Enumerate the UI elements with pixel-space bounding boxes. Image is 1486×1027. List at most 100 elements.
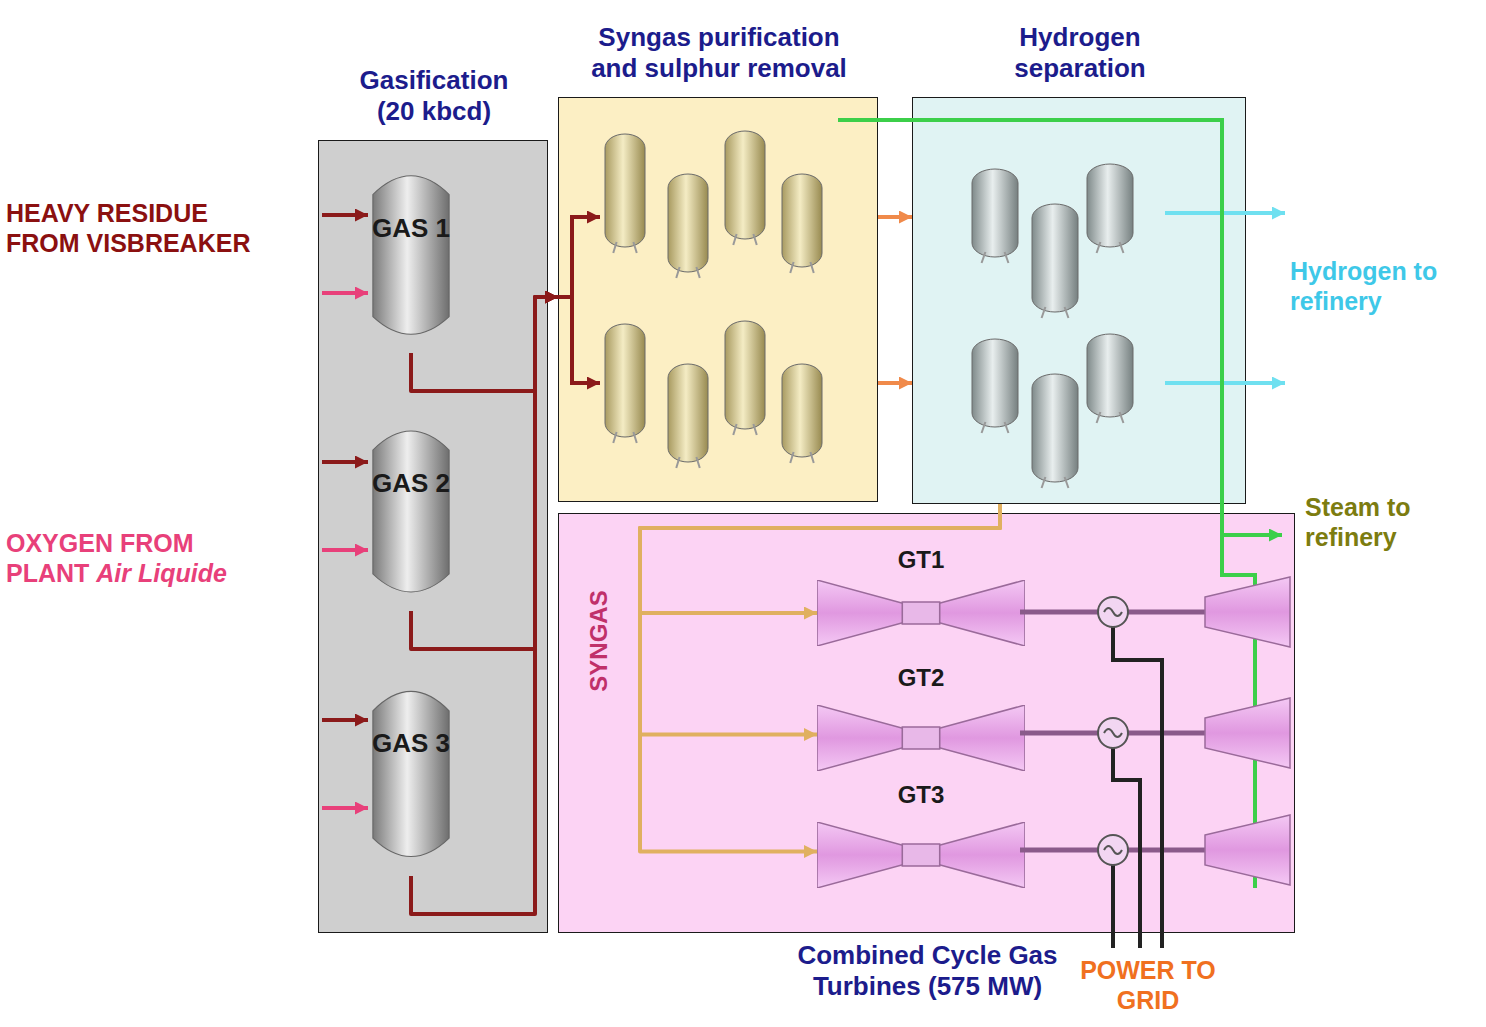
process-vessel — [676, 267, 679, 278]
process-vessel — [1065, 477, 1069, 488]
steam-turbine — [1205, 698, 1290, 768]
process-vessel — [725, 321, 765, 429]
flow-connector — [878, 381, 912, 385]
turbine-label: GT3 — [817, 781, 1025, 809]
process-vessel — [733, 234, 736, 245]
generator-symbol — [1098, 835, 1128, 865]
generator-symbol — [1098, 718, 1128, 748]
process-vessel — [668, 174, 708, 272]
process-vessel — [1086, 333, 1134, 424]
process-vessel — [971, 168, 1019, 264]
process-vessel — [604, 323, 646, 444]
generator-symbol — [1104, 729, 1122, 737]
flow-connector — [640, 504, 1000, 735]
process-vessel — [1042, 477, 1046, 488]
process-vessel — [1032, 204, 1078, 312]
process-vessel — [1097, 242, 1101, 253]
process-vessel — [1031, 203, 1079, 319]
gas-turbine: GT2 — [817, 664, 1025, 771]
process-vessel — [972, 339, 1018, 427]
process-vessel — [782, 174, 822, 267]
process-vessel — [1031, 373, 1079, 489]
oxygen-source: OXYGEN FROM PLANT Air Liquide — [6, 528, 246, 588]
process-vessel — [782, 364, 822, 457]
generator-symbol — [1104, 846, 1122, 854]
source-label: Air Liquide — [96, 559, 227, 587]
process-vessel — [604, 133, 646, 254]
vessel-shape — [373, 431, 449, 592]
process-vessel — [790, 452, 793, 463]
oxygen-arrow — [322, 548, 368, 552]
section-heading: Syngas purification and sulphur removal — [584, 22, 854, 84]
process-vessel — [810, 452, 813, 463]
process-vessel — [1087, 164, 1133, 247]
generator-symbol — [1098, 597, 1128, 627]
process-vessel — [605, 134, 645, 247]
gas-turbine: GT3 — [817, 781, 1025, 888]
process-vessel — [633, 242, 636, 253]
residue-arrow — [322, 213, 368, 217]
process-vessel — [753, 234, 756, 245]
flow-label: POWER TO GRID — [1058, 955, 1238, 1015]
process-vessel — [1120, 242, 1124, 253]
vessel-label: GAS 1 — [362, 213, 460, 244]
flow-label: HEAVY RESIDUE FROM VISBREAKER — [6, 198, 276, 258]
process-vessel — [982, 422, 986, 433]
vessel-shape — [373, 176, 449, 335]
section-heading: Gasification (20 kbcd) — [347, 65, 522, 127]
gasifier-vessel: GAS 3 — [362, 676, 460, 876]
turbine-shape — [817, 705, 1025, 771]
hydrogen-arrow — [1165, 211, 1285, 215]
flow-connector — [640, 504, 1000, 852]
vessel-shape — [362, 676, 460, 876]
vessel-label: GAS 3 — [362, 728, 460, 759]
shafts — [1020, 612, 1210, 850]
process-vessel — [1086, 163, 1134, 254]
process-vessel — [733, 424, 736, 435]
process-vessel — [781, 173, 823, 274]
section-heading: Combined Cycle Gas Turbines (575 MW) — [763, 940, 1093, 1002]
vessel-label: GAS 2 — [362, 468, 460, 499]
steam-arrow — [1222, 533, 1282, 537]
turbine-shape — [902, 727, 939, 749]
process-vessel — [1032, 374, 1078, 482]
process-vessel — [1065, 307, 1069, 318]
flow-connector — [640, 504, 1000, 613]
oxygen-arrow — [322, 806, 368, 810]
process-vessel — [972, 169, 1018, 257]
process-vessel — [696, 267, 699, 278]
turbine-label: GT2 — [817, 664, 1025, 692]
flow-connector — [878, 215, 912, 219]
hydrogen-arrow — [1165, 381, 1285, 385]
process-vessel — [1087, 334, 1133, 417]
process-vessel — [696, 457, 699, 468]
region-box: SYNGASCombined Cycle Gas Turbines (575 M… — [558, 513, 1295, 933]
flow-connector — [411, 297, 558, 649]
flow-connector — [411, 297, 558, 391]
vessel-shape — [362, 416, 460, 611]
process-vessel — [676, 457, 679, 468]
process-vessel — [1042, 307, 1046, 318]
turbine-shape — [817, 580, 1025, 646]
residue-arrow — [322, 718, 368, 722]
turbine-shape — [902, 602, 939, 624]
turbine-shape — [902, 844, 939, 866]
process-vessel — [613, 432, 616, 443]
shaft — [1020, 848, 1210, 853]
process-vessel — [971, 338, 1019, 434]
power-line — [1111, 865, 1115, 948]
process-vessel — [724, 320, 766, 436]
process-vessel — [1097, 412, 1101, 423]
process-vessel — [633, 432, 636, 443]
stream-label: SYNGAS — [584, 590, 612, 691]
shaft — [1020, 731, 1210, 736]
process-vessel — [1005, 422, 1009, 433]
process-vessel — [1005, 252, 1009, 263]
steam-turbine — [1205, 815, 1290, 885]
split-line — [558, 217, 600, 297]
oxygen-arrow — [322, 291, 368, 295]
process-vessel — [667, 363, 709, 469]
process-vessel — [613, 242, 616, 253]
